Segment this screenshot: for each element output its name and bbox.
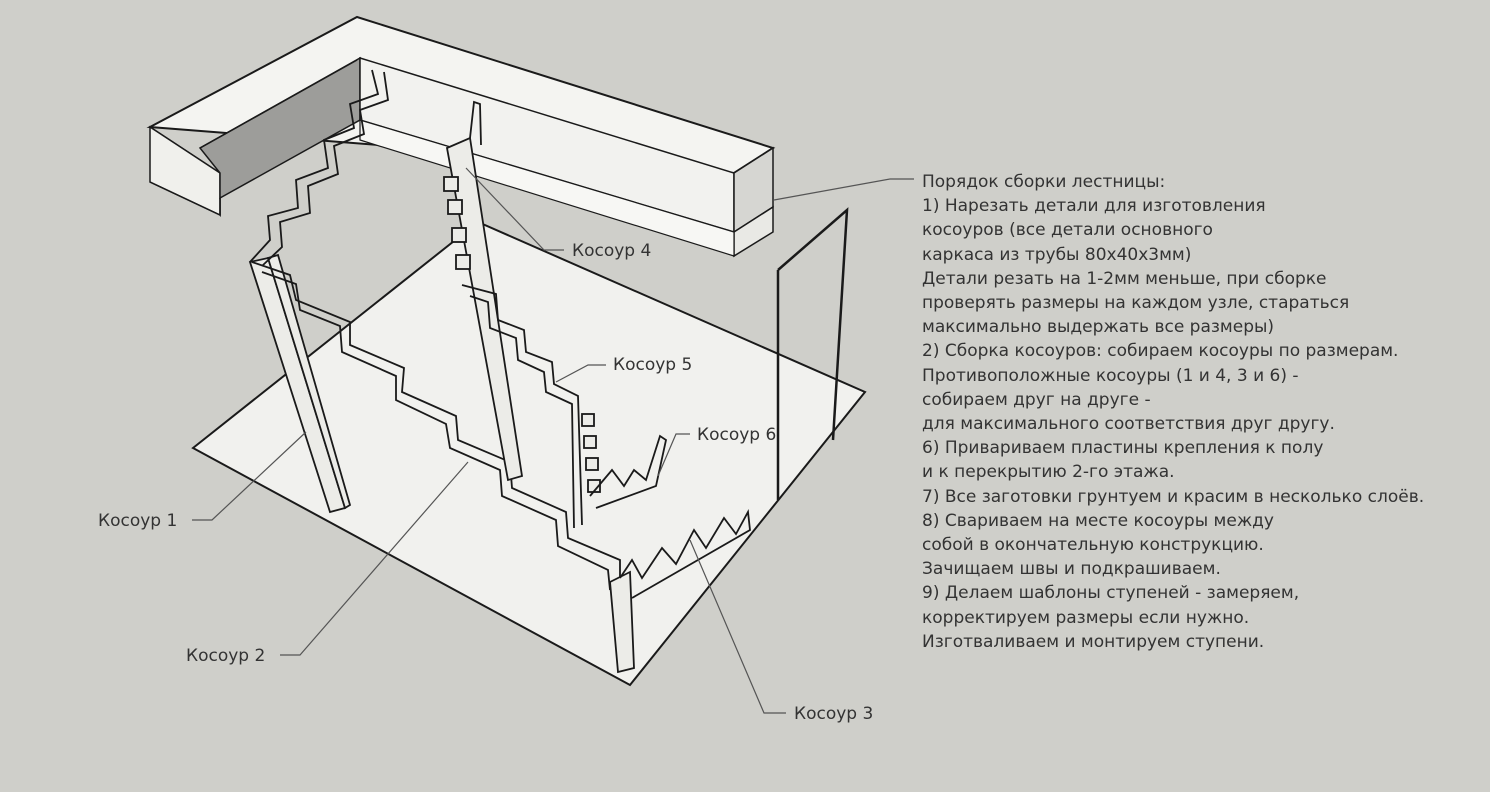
leader-k1 bbox=[192, 431, 307, 521]
notes-line: 9) Делаем шаблоны ступеней - замеряем, bbox=[922, 583, 1300, 604]
notes-line: Детали резать на 1-2мм меньше, при сборк… bbox=[922, 268, 1327, 289]
leader-lines bbox=[192, 167, 914, 714]
notes-line: 2) Сборка косоуров: собираем косоуры по … bbox=[922, 341, 1399, 362]
notes-line: Изготваливаем и монтируем ступени. bbox=[922, 631, 1265, 652]
stringer-2 bbox=[251, 261, 635, 674]
stringer-4 bbox=[443, 100, 524, 482]
notes-line: проверять размеры на каждом узле, старат… bbox=[922, 293, 1350, 314]
notes-line: собой в окончательную конструкцию. bbox=[922, 535, 1264, 556]
notes-line: и к перекрытию 2-го этажа. bbox=[922, 462, 1175, 483]
upper-floor-slab bbox=[146, 15, 776, 258]
leader-k4 bbox=[465, 167, 564, 251]
label-stringer-2: Косоур 2 bbox=[186, 646, 266, 666]
notes-line: косоуров (все детали основного bbox=[922, 220, 1213, 241]
stringer-3 bbox=[619, 509, 751, 599]
notes-line: 7) Все заготовки грунтуем и красим в нес… bbox=[922, 486, 1425, 507]
notes-line: 8) Свариваем на месте косоуры между bbox=[922, 510, 1274, 531]
notes-line: 6) Привариваем пластины крепления к полу bbox=[922, 438, 1324, 459]
label-stringer-5: Косоур 5 bbox=[613, 355, 693, 375]
notes-line: каркаса из трубы 80х40х3мм) bbox=[922, 244, 1192, 265]
notes-line: 1) Нарезать детали для изготовления bbox=[922, 196, 1266, 217]
label-stringer-1: Косоур 1 bbox=[98, 511, 178, 531]
notes-line: корректируем размеры если нужно. bbox=[922, 607, 1250, 628]
floor-plane bbox=[191, 220, 867, 687]
back-wall-outline bbox=[777, 207, 849, 441]
notes-line: Противоположные косоуры (1 и 4, 3 и 6) - bbox=[922, 365, 1299, 386]
label-stringer-3: Косоур 3 bbox=[794, 704, 874, 724]
assembly-instructions: Порядок сборки лестницы: 1) Нарезать дет… bbox=[922, 170, 1482, 654]
label-stringer-6: Косоур 6 bbox=[697, 425, 777, 445]
leader-k5 bbox=[555, 364, 606, 383]
notes-line: Порядок сборки лестницы: bbox=[922, 172, 1166, 192]
notes-line: Зачищаем швы и подкрашиваем. bbox=[922, 559, 1221, 580]
stringer-5 bbox=[461, 284, 601, 529]
leader-k6 bbox=[657, 433, 690, 477]
leader-k2 bbox=[280, 461, 469, 656]
leader-k3 bbox=[689, 539, 786, 714]
label-stringer-4: Косоур 4 bbox=[572, 241, 652, 261]
stringer-1 bbox=[248, 69, 389, 514]
stringer-6 bbox=[589, 434, 668, 509]
leader-notes bbox=[773, 178, 914, 201]
notes-line: для максимального соответствия друг друг… bbox=[922, 414, 1335, 435]
notes-line: собираем друг на друге - bbox=[922, 389, 1151, 410]
notes-line: максимально выдержать все размеры) bbox=[922, 317, 1275, 338]
